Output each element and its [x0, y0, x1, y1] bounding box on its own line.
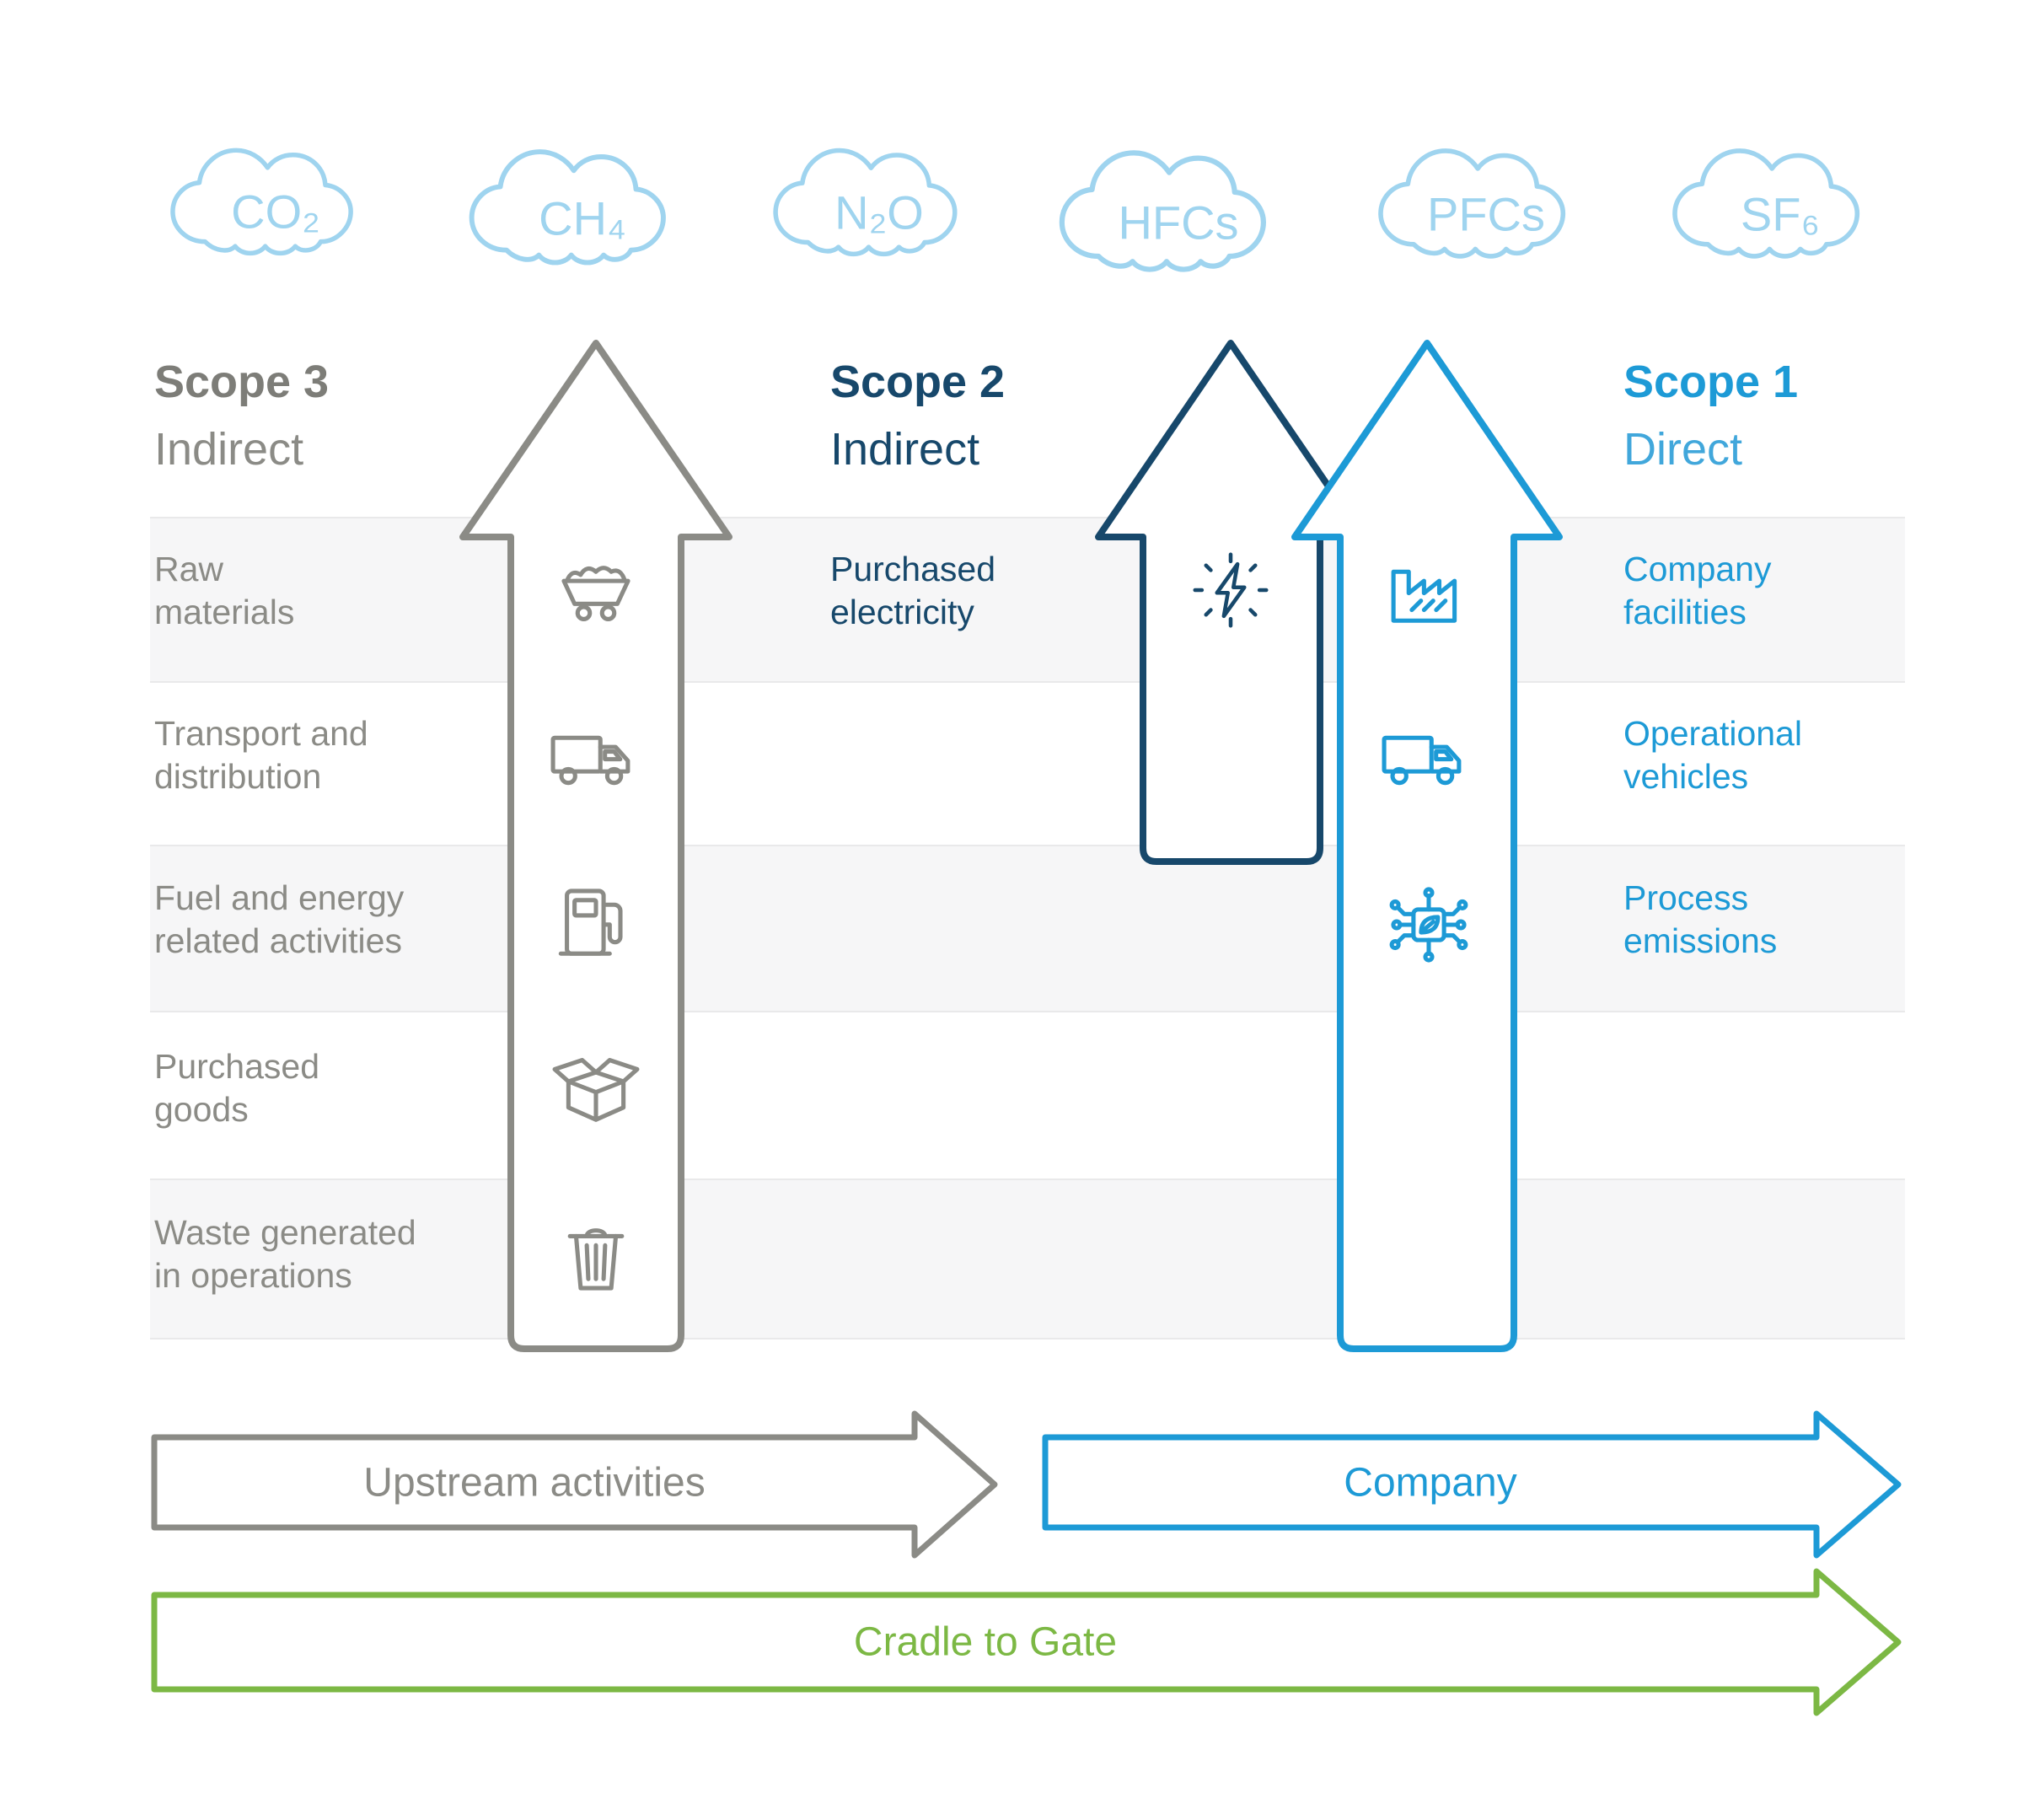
scope3-row-fuel-energy: Fuel and energy related activities — [154, 878, 405, 960]
row-band-4 — [150, 1011, 1905, 1178]
scope1-row-operational-vehicles: Operational vehicles — [1623, 714, 1802, 796]
process-emissions-chip-icon — [1380, 876, 1478, 974]
company-label: Company — [1344, 1460, 1517, 1506]
cradle-to-gate-arrow — [151, 1568, 1902, 1716]
scope3-arrow — [459, 340, 732, 1352]
company-arrow — [1042, 1410, 1902, 1559]
gas-label: HFCs — [1118, 196, 1239, 250]
delivery-truck-icon — [1376, 707, 1474, 805]
delivery-truck-icon — [545, 707, 643, 805]
gas-cloud-co2: CO₂ — [154, 131, 397, 281]
scope2-arrow — [1095, 340, 1366, 865]
gas-label: PFCs — [1427, 187, 1545, 241]
gas-cloud-hfcs: HFCs — [1041, 131, 1316, 301]
gas-label: N₂O — [834, 185, 924, 239]
row-band-2 — [150, 681, 1905, 845]
gas-label: SF₆ — [1740, 187, 1821, 241]
scope3-title: Scope 3 — [154, 357, 330, 407]
scope2-heading: Scope 2 Indirect — [830, 356, 1005, 475]
fuel-pump-icon — [547, 874, 645, 972]
row-separator — [150, 1011, 1905, 1012]
scope3-heading: Scope 3 Indirect — [154, 356, 329, 475]
scope1-title: Scope 1 — [1623, 357, 1799, 407]
open-box-icon — [547, 1040, 645, 1138]
gas-cloud-n2o: N₂O — [757, 131, 1001, 282]
scope2-row-purchased-electricity: Purchased electricity — [830, 550, 996, 631]
scope2-subtitle: Indirect — [830, 424, 980, 475]
upstream-activities-label: Upstream activities — [363, 1460, 706, 1506]
scope1-heading: Scope 1 Direct — [1623, 356, 1798, 475]
row-separator — [150, 681, 1905, 683]
gas-cloud-sf6: SF₆ — [1656, 131, 1905, 285]
upstream-activities-arrow — [151, 1410, 998, 1559]
row-band-5 — [150, 1178, 1905, 1338]
scope3-subtitle: Indirect — [154, 424, 304, 475]
row-separator — [150, 517, 1905, 518]
gas-label: CH₄ — [539, 191, 626, 245]
cradle-to-gate-label: Cradle to Gate — [853, 1619, 1118, 1665]
trash-can-icon — [547, 1207, 645, 1305]
scope3-row-waste: Waste generated in operations — [154, 1213, 416, 1295]
row-band-1 — [150, 517, 1905, 681]
scope1-row-company-facilities: Company facilities — [1623, 550, 1772, 631]
row-band-3 — [150, 845, 1905, 1011]
scope1-row-process-emissions: Process emissions — [1623, 878, 1778, 960]
mine-cart-icon — [547, 541, 645, 639]
row-separator — [150, 1338, 1905, 1339]
row-separator — [150, 845, 1905, 846]
gas-cloud-pfcs: PFCs — [1362, 131, 1611, 285]
electricity-icon — [1187, 546, 1274, 634]
scope3-row-transport-distribution: Transport and distribution — [154, 714, 368, 796]
scope1-subtitle: Direct — [1623, 424, 1743, 475]
row-separator — [150, 1178, 1905, 1180]
factory-icon — [1378, 541, 1476, 639]
gas-cloud-ch4: CH₄ — [452, 131, 713, 293]
scope1-arrow — [1291, 340, 1563, 1352]
scope3-row-purchased-goods: Purchased goods — [154, 1047, 320, 1129]
gas-label: CO₂ — [231, 185, 320, 239]
scope2-title: Scope 2 — [830, 357, 1006, 407]
scope3-row-raw-materials: Raw materials — [154, 550, 295, 631]
